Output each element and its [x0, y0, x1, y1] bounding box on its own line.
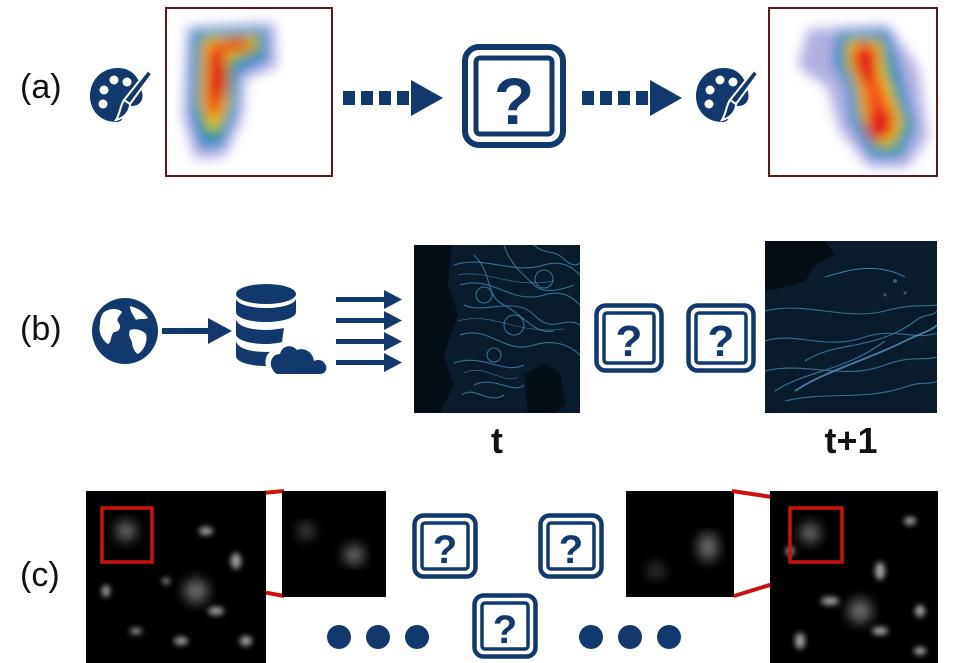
question-box-icon: ?	[472, 593, 538, 659]
zoom-panel-output	[626, 491, 734, 597]
svg-text:?: ?	[616, 317, 643, 366]
ellipsis-dots-left	[326, 624, 436, 650]
microscopy-panel-input	[86, 491, 266, 663]
globe-icon	[90, 296, 160, 366]
zoom-panel-input	[282, 491, 386, 597]
microscopy-panel-output	[770, 491, 938, 663]
question-box-icon: ?	[594, 303, 664, 373]
question-box-icon: ?	[538, 513, 604, 579]
frame-label-t-plus-1: t+1	[824, 420, 878, 461]
arrows-icon	[336, 290, 404, 374]
dashed-arrow-icon	[343, 80, 443, 116]
question-box-icon: ?	[412, 513, 478, 579]
database-cloud-icon	[232, 282, 332, 382]
heatmap-panel-output	[768, 7, 938, 177]
heatmap-panel-input	[165, 7, 333, 177]
svg-text:?: ?	[433, 528, 457, 572]
palette-icon	[694, 64, 760, 126]
row-label-a: (a)	[20, 68, 62, 106]
svg-text:?: ?	[493, 608, 517, 652]
row-label-b: (b)	[20, 310, 62, 348]
row-label-c: (c)	[20, 556, 60, 594]
question-box-icon: ?	[686, 303, 756, 373]
frame-label-t: t	[491, 420, 503, 461]
svg-text:?: ?	[494, 64, 534, 138]
svg-text:?: ?	[708, 317, 735, 366]
ocean-panel-t-plus-1	[765, 241, 937, 413]
ellipsis-dots-right	[578, 624, 688, 650]
dashed-arrow-icon	[582, 80, 682, 116]
question-box-icon: ?	[462, 44, 566, 148]
ocean-panel-t	[414, 245, 580, 413]
arrow-icon	[162, 318, 232, 344]
svg-text:?: ?	[559, 528, 583, 572]
palette-icon	[88, 64, 154, 126]
